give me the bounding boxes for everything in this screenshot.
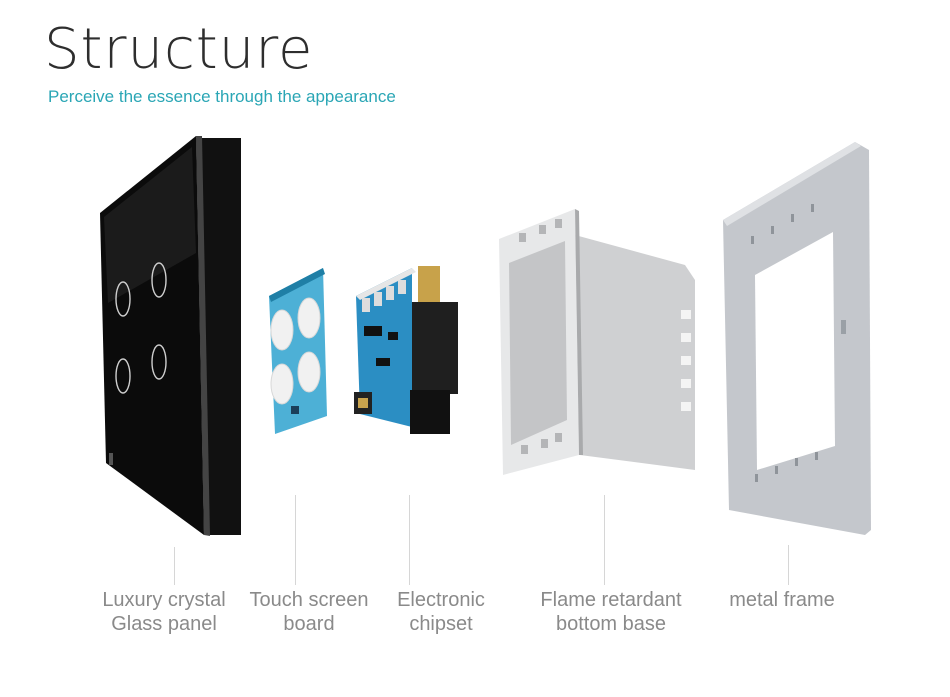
page-title: Structure	[44, 17, 314, 82]
label-line: metal frame	[729, 589, 835, 611]
label-line: Glass panel	[111, 613, 217, 635]
label-line: Luxury crystal	[102, 589, 226, 611]
label-glass-panel: Luxury crystal Glass panel	[74, 588, 254, 636]
metal-frame-image	[723, 142, 871, 535]
leader-line	[174, 547, 175, 585]
leader-line	[788, 545, 789, 585]
label-touch-screen-board: Touch screen board	[219, 588, 399, 636]
label-line: chipset	[409, 613, 473, 635]
electronic-chipset-image	[354, 266, 458, 434]
touch-screen-board-image	[269, 268, 327, 434]
label-metal-frame: metal frame	[692, 588, 872, 612]
label-line: board	[283, 613, 335, 635]
leader-line	[604, 495, 605, 585]
label-bottom-base: Flame retardant bottom base	[521, 588, 701, 636]
leader-line	[409, 495, 410, 585]
label-line: Touch screen	[249, 589, 369, 611]
label-electronic-chipset: Electronic chipset	[351, 588, 531, 636]
bottom-base-image	[499, 209, 695, 475]
leader-line	[295, 495, 296, 585]
label-line: Electronic	[397, 589, 485, 611]
page-subtitle: Perceive the essence through the appeara…	[48, 87, 396, 106]
label-line: Flame retardant	[540, 589, 682, 611]
label-line: bottom base	[555, 613, 667, 635]
glass-panel-image	[100, 136, 241, 536]
